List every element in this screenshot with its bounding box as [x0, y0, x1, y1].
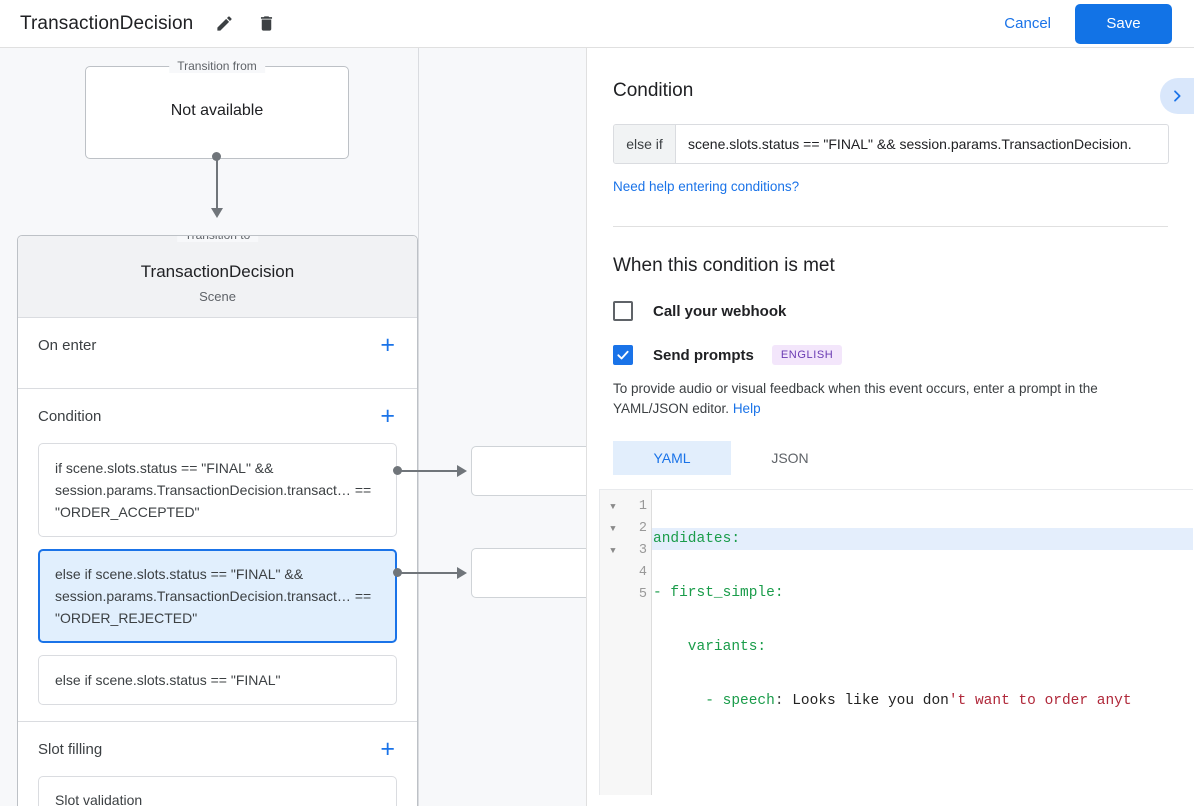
fold-toggle-line-2[interactable]: ▼: [610, 524, 616, 534]
section-title-condition: Condition: [38, 407, 102, 425]
prompts-helper-sentence: To provide audio or visual feedback when…: [613, 381, 1098, 416]
connector-dot-accepted: [393, 466, 402, 475]
condition-prefix-label: else if: [614, 125, 676, 163]
line-number: 4: [638, 565, 647, 580]
condition-card-order-accepted[interactable]: if scene.slots.status == "FINAL" && sess…: [38, 443, 397, 537]
send-prompts-row[interactable]: Send prompts ENGLISH: [613, 345, 1168, 365]
code-line-3[interactable]: variants:: [652, 636, 1193, 658]
trash-icon[interactable]: [253, 11, 279, 37]
code-line-2-text: - first_simple:: [653, 585, 784, 601]
scene-type: Scene: [199, 289, 236, 304]
scene-name: TransactionDecision: [140, 262, 295, 281]
slot-validation-card[interactable]: Slot validation: [38, 776, 397, 806]
connector-line-vertical: [216, 156, 218, 212]
connector-arrow-accepted: [457, 465, 467, 477]
target-node-rejected[interactable]: [471, 548, 586, 598]
fold-spacer-line-4: [600, 562, 626, 584]
connector-line-accepted: [398, 470, 458, 472]
add-condition-button[interactable]: +: [380, 401, 395, 430]
connector-arrow-rejected: [457, 567, 467, 579]
condition-detail-panel: Condition else if scene.slots.status == …: [586, 48, 1194, 806]
condition-card-final[interactable]: else if scene.slots.status == "FINAL": [38, 655, 397, 705]
editor-line-numbers: 1 2 3 4 5: [626, 490, 652, 795]
fold-spacer-line-5: [600, 584, 626, 606]
code-line-4-text: - speech: Looks like you don't want to o…: [653, 693, 1132, 709]
page-title: TransactionDecision: [20, 12, 194, 34]
code-line-3-text: variants:: [653, 639, 767, 655]
cancel-button[interactable]: Cancel: [990, 7, 1065, 40]
add-slot-filling-button[interactable]: +: [380, 734, 395, 763]
transition-to-legend: Transition to: [176, 236, 259, 242]
when-condition-met-heading: When this condition is met: [613, 255, 835, 276]
editor-code-area[interactable]: andidates: - first_simple: variants: - s…: [652, 490, 1193, 795]
transition-from-value: Not available: [170, 102, 264, 119]
condition-expression-field[interactable]: else if scene.slots.status == "FINAL" &&…: [613, 124, 1169, 164]
section-title-slot-filling: Slot filling: [38, 740, 103, 758]
language-badge: ENGLISH: [771, 345, 843, 365]
condition-input[interactable]: scene.slots.status == "FINAL" && session…: [688, 136, 1132, 152]
editor-format-tabs: YAML JSON: [613, 441, 1168, 475]
section-on-enter: On enter +: [18, 318, 417, 389]
tab-yaml[interactable]: YAML: [613, 441, 731, 475]
pencil-icon[interactable]: [211, 11, 237, 37]
tab-json[interactable]: JSON: [771, 450, 809, 466]
section-slot-filling: Slot filling + Slot validation: [18, 722, 417, 806]
send-prompts-checkbox[interactable]: [613, 345, 633, 365]
code-line-4[interactable]: - speech: Looks like you don't want to o…: [652, 690, 1193, 712]
condition-section: Condition else if scene.slots.status == …: [587, 48, 1194, 475]
line-number: 1: [638, 499, 647, 514]
add-on-enter-button[interactable]: +: [380, 330, 395, 359]
section-divider: [613, 226, 1168, 227]
code-line-1[interactable]: andidates:: [652, 528, 1193, 550]
chevron-right-icon[interactable]: [1160, 78, 1194, 114]
save-button[interactable]: Save: [1075, 3, 1172, 44]
line-number: 3: [638, 543, 647, 558]
webhook-label: Call your webhook: [653, 302, 787, 320]
target-node-accepted[interactable]: [471, 446, 586, 496]
transition-from-node[interactable]: Transition from Not available: [85, 59, 349, 159]
need-help-conditions-link[interactable]: Need help entering conditions?: [613, 179, 800, 194]
webhook-checkbox[interactable]: [613, 301, 633, 321]
condition-card-order-rejected[interactable]: else if scene.slots.status == "FINAL" &&…: [38, 549, 397, 643]
section-condition: Condition + if scene.slots.status == "FI…: [18, 389, 417, 722]
scene-header: TransactionDecision Scene: [18, 236, 417, 318]
panel-heading: Condition: [613, 80, 694, 101]
line-number: 2: [638, 521, 647, 536]
code-line-5[interactable]: [652, 744, 1193, 766]
fold-toggle-line-3[interactable]: ▼: [610, 546, 616, 556]
send-prompts-label: Send prompts: [653, 346, 754, 364]
connector-arrow-down: [211, 208, 223, 218]
code-line-1-text: andidates:: [653, 531, 741, 547]
webhook-row[interactable]: Call your webhook: [613, 301, 1168, 321]
prompts-helper-text: To provide audio or visual feedback when…: [613, 379, 1168, 419]
scene-graph-panel: Transition from Not available Transition…: [0, 48, 586, 806]
section-title-on-enter: On enter: [38, 336, 97, 354]
help-link[interactable]: Help: [732, 401, 761, 416]
connector-dot-rejected: [393, 568, 402, 577]
line-number: 5: [638, 587, 647, 602]
transition-to-scene-card: Transition to TransactionDecision Scene …: [17, 235, 418, 806]
graph-column-rule: [418, 48, 419, 806]
transition-from-legend: Transition from: [169, 59, 265, 73]
top-app-bar: TransactionDecision Cancel Save: [0, 0, 1194, 48]
connector-line-rejected: [398, 572, 458, 574]
fold-toggle-line-1[interactable]: ▼: [610, 502, 616, 512]
code-line-2[interactable]: - first_simple:: [652, 582, 1193, 604]
editor-fold-column: ▼ ▼ ▼: [600, 490, 626, 795]
yaml-editor[interactable]: ▼ ▼ ▼ 1 2 3 4 5 andidates: - first_simpl…: [599, 489, 1193, 795]
